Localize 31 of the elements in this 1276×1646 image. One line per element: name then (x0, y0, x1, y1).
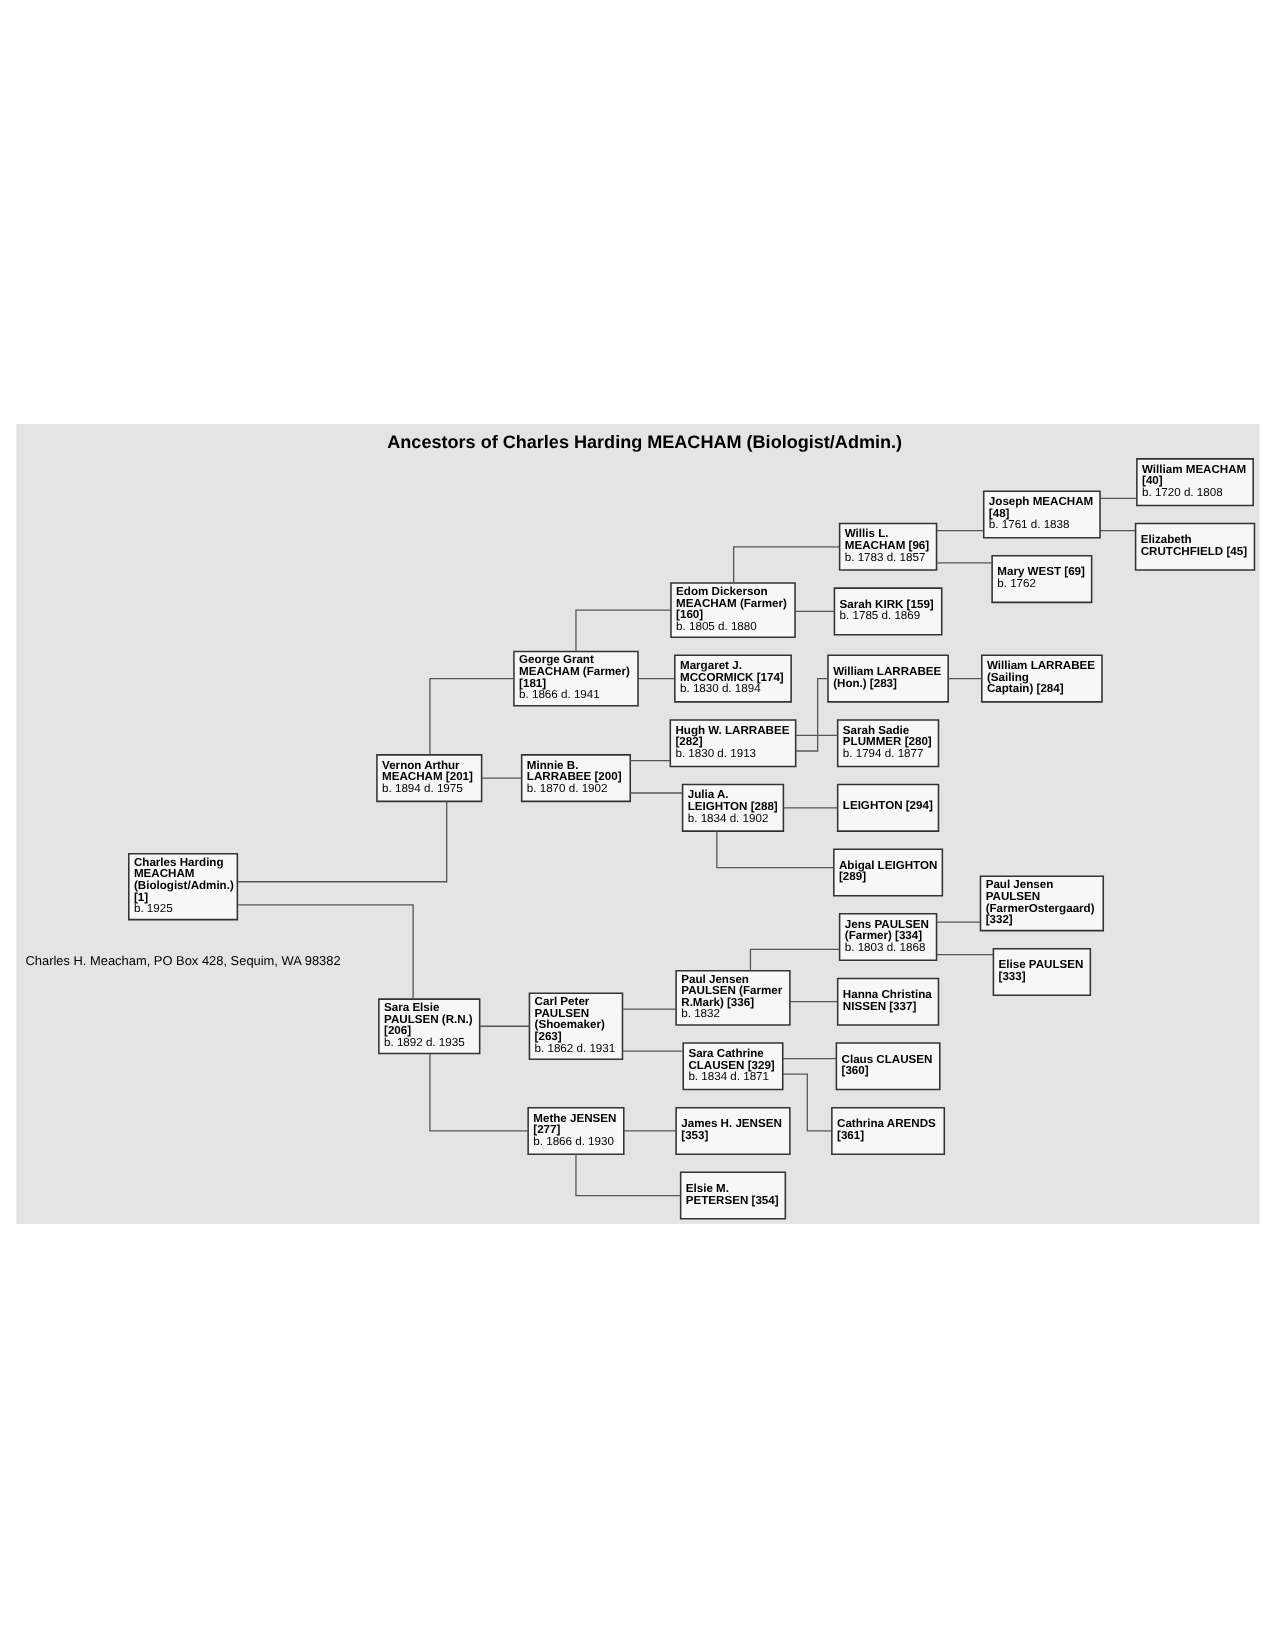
connector (575, 1152, 681, 1196)
connector (789, 1000, 838, 1002)
connector (237, 800, 448, 882)
connector (236, 903, 414, 999)
connector (629, 791, 683, 793)
connector (622, 1007, 677, 1009)
connector (623, 1129, 677, 1131)
connector (716, 829, 835, 868)
connector (794, 609, 835, 612)
connector (783, 806, 838, 808)
connector (481, 776, 522, 778)
connector (629, 759, 671, 761)
connector (429, 1052, 529, 1131)
connector (936, 952, 994, 955)
connector (479, 1024, 530, 1026)
connector (429, 676, 515, 755)
connector (936, 561, 993, 563)
connector (936, 920, 981, 922)
connector (1099, 528, 1136, 531)
connector (795, 676, 829, 751)
connector (733, 545, 840, 583)
connector (1099, 496, 1138, 498)
diagram-title: Ancestors of Charles Harding MEACHAM (Biologist/Admin.) (387, 430, 903, 451)
connector (637, 676, 676, 679)
connector (795, 733, 839, 736)
connector (936, 528, 984, 531)
connector (782, 1056, 837, 1059)
connector (622, 1049, 684, 1051)
connector (575, 608, 672, 651)
connector (947, 676, 983, 679)
connector (749, 947, 841, 970)
